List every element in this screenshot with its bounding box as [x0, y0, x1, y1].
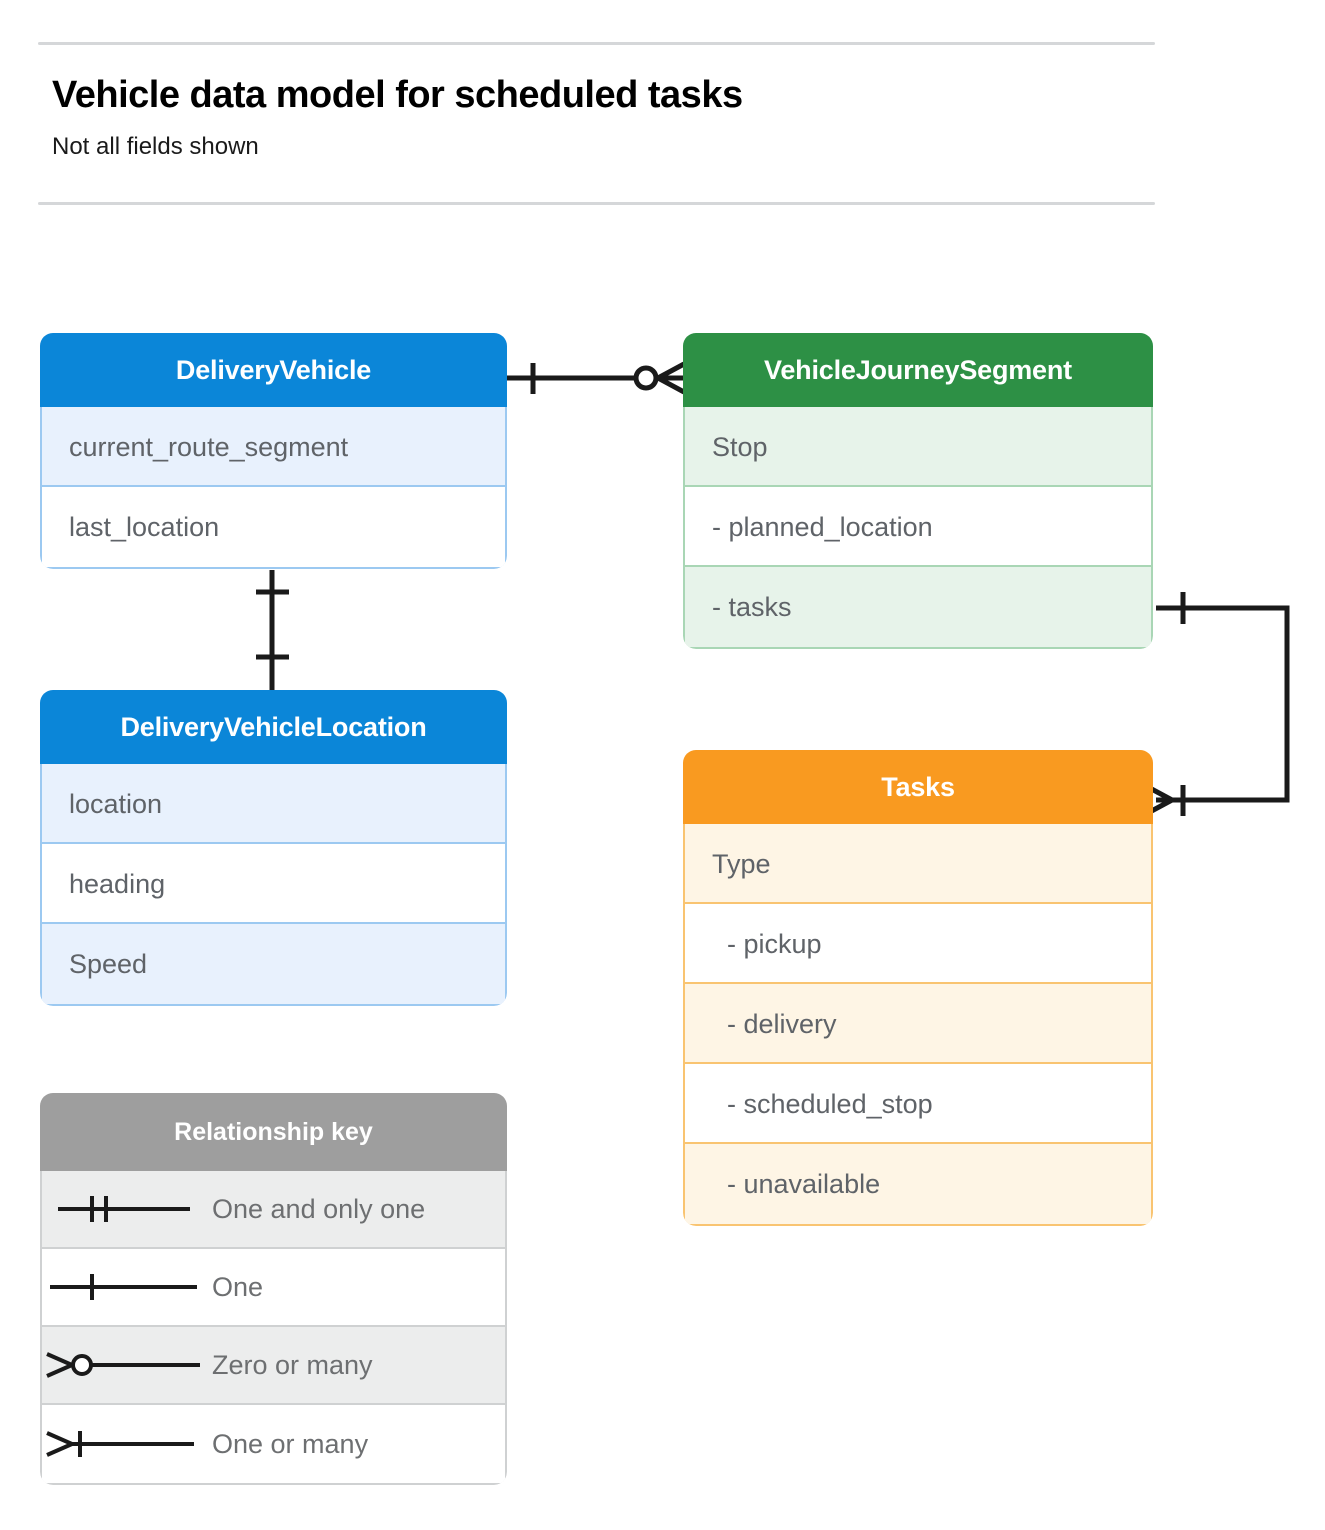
entity-fields-tasks: Type - pickup - delivery - scheduled_sto… — [683, 824, 1153, 1226]
page-subtitle: Not all fields shown — [52, 133, 259, 160]
entity-fields-vehicle-journey-segment: Stop - planned_location - tasks — [683, 407, 1153, 649]
one-and-only-one-icon — [58, 1196, 190, 1222]
entity-delivery-vehicle-location[interactable]: DeliveryVehicleLocation location heading… — [40, 690, 507, 1006]
field-row[interactable]: last_location — [42, 487, 505, 567]
connector-journeysegment-to-tasks — [1144, 592, 1290, 817]
entity-title-delivery-vehicle-location: DeliveryVehicleLocation — [40, 690, 507, 764]
entity-fields-delivery-vehicle-location: location heading Speed — [40, 764, 507, 1006]
field-row[interactable]: - scheduled_stop — [685, 1064, 1151, 1144]
field-row[interactable]: - planned_location — [685, 487, 1151, 567]
field-row[interactable]: - pickup — [685, 904, 1151, 984]
connector-vehicle-to-vehiclelocation — [256, 570, 289, 690]
field-row[interactable]: Stop — [685, 407, 1151, 487]
entity-vehicle-journey-segment[interactable]: VehicleJourneySegment Stop - planned_loc… — [683, 333, 1153, 649]
one-icon — [50, 1274, 197, 1300]
legend-rows: One and only one One Zero or many — [40, 1171, 507, 1485]
entity-delivery-vehicle[interactable]: DeliveryVehicle current_route_segment la… — [40, 333, 507, 569]
entity-title-tasks: Tasks — [683, 750, 1153, 824]
entity-title-delivery-vehicle: DeliveryVehicle — [40, 333, 507, 407]
field-row[interactable]: - unavailable — [685, 1144, 1151, 1224]
legend-item-one-and-only-one[interactable]: One and only one — [42, 1171, 505, 1249]
page-title: Vehicle data model for scheduled tasks — [52, 74, 743, 116]
relationship-key-legend: Relationship key One and only one One — [40, 1093, 507, 1485]
header-rule-bottom — [38, 202, 1155, 205]
legend-item-one[interactable]: One — [42, 1249, 505, 1327]
entity-fields-delivery-vehicle: current_route_segment last_location — [40, 407, 507, 569]
header-rule-top — [38, 42, 1155, 45]
field-row[interactable]: current_route_segment — [42, 407, 505, 487]
entity-title-vehicle-journey-segment: VehicleJourneySegment — [683, 333, 1153, 407]
field-row[interactable]: - delivery — [685, 984, 1151, 1064]
field-row[interactable]: Speed — [42, 924, 505, 1004]
field-row[interactable]: - tasks — [685, 567, 1151, 647]
legend-label: Zero or many — [212, 1349, 373, 1380]
field-row[interactable]: heading — [42, 844, 505, 924]
entity-tasks[interactable]: Tasks Type - pickup - delivery - schedul… — [683, 750, 1153, 1226]
legend-label: One and only one — [212, 1193, 426, 1224]
zero-or-many-icon — [46, 1352, 200, 1378]
one-or-many-icon — [46, 1431, 194, 1457]
legend-item-one-or-many[interactable]: One or many — [42, 1405, 505, 1483]
field-row[interactable]: Type — [685, 824, 1151, 904]
legend-title: Relationship key — [40, 1093, 507, 1171]
connector-vehicle-to-journeysegment — [507, 361, 686, 395]
legend-item-zero-or-many[interactable]: Zero or many — [42, 1327, 505, 1405]
field-row[interactable]: location — [42, 764, 505, 844]
legend-label: One — [212, 1271, 264, 1302]
legend-label: One or many — [212, 1428, 369, 1459]
